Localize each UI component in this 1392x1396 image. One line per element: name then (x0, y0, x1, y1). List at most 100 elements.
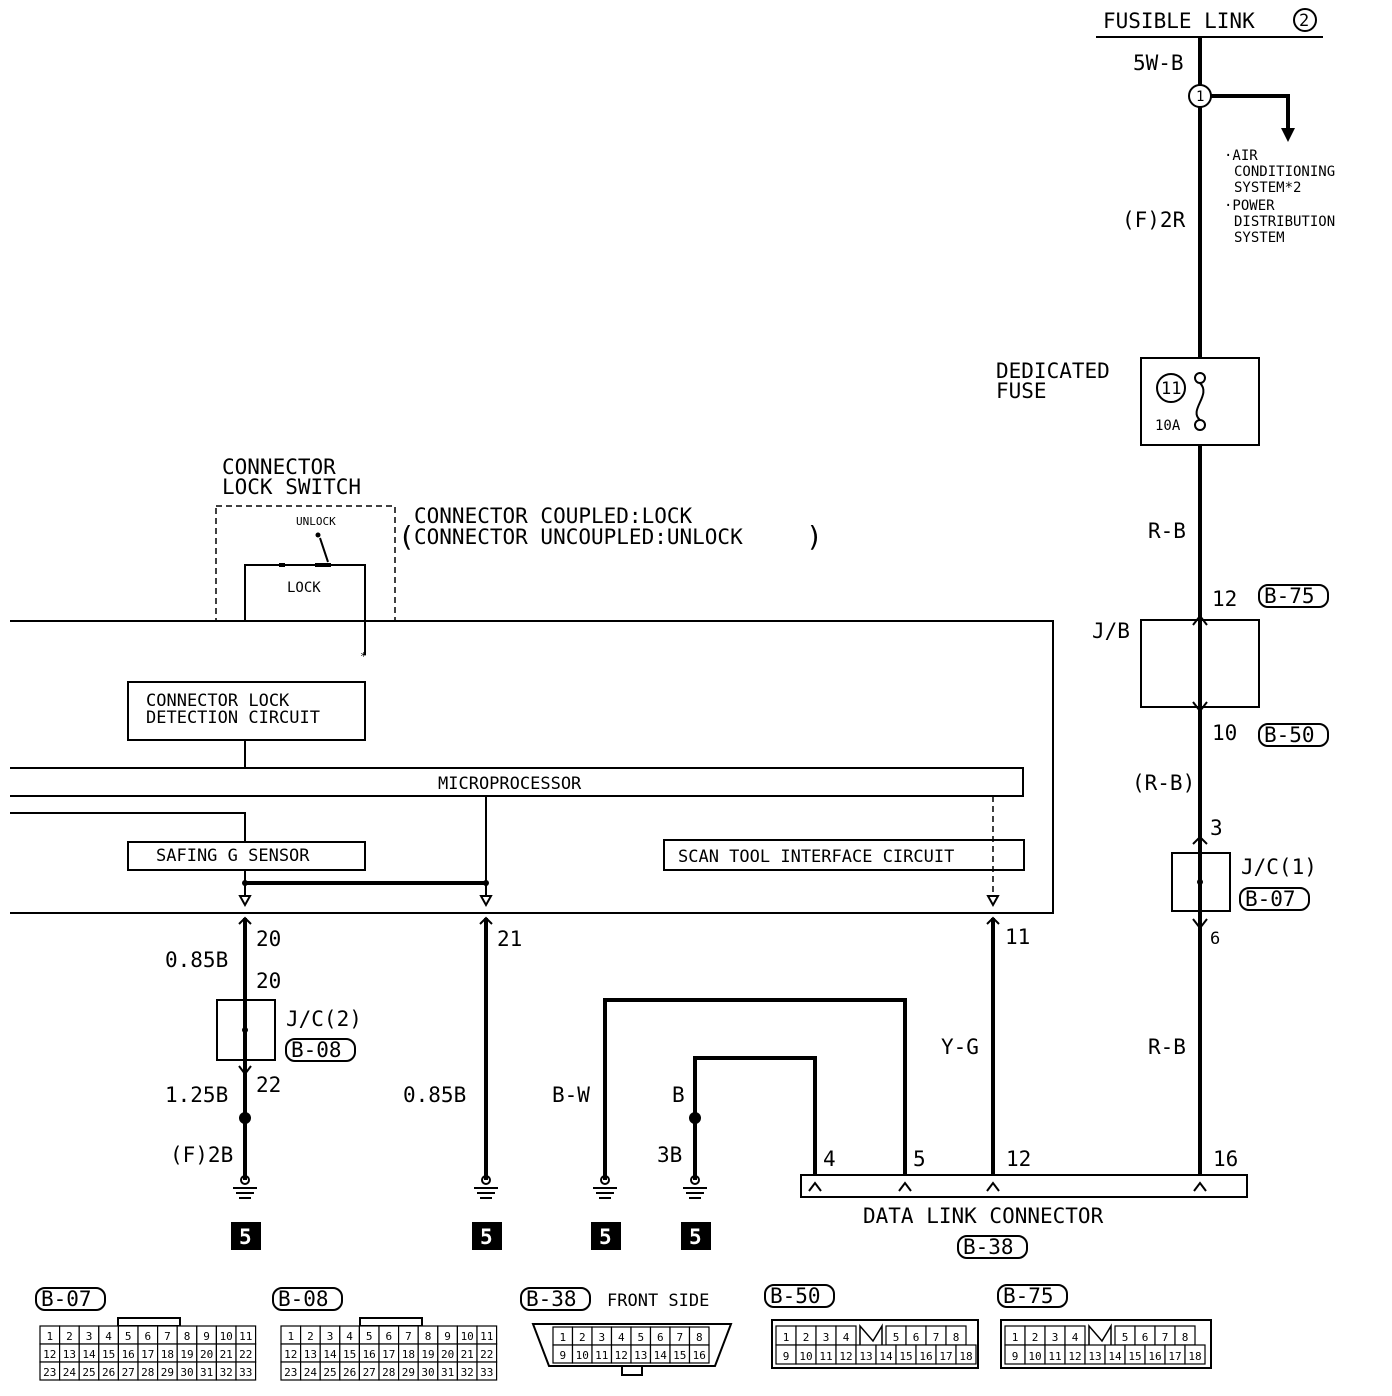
pin-number: 15 (1128, 1350, 1141, 1363)
pin-number: 12 (43, 1348, 56, 1361)
pin-number: 17 (382, 1348, 395, 1361)
switch-pivot-dot (315, 532, 321, 538)
switch-loop (244, 564, 366, 655)
pin-number: 12 (284, 1348, 297, 1361)
dlc-name: DATA LINK CONNECTOR (863, 1204, 1104, 1228)
face-tag-b07: B-07 (41, 1287, 92, 1311)
ground-point-number-mid: 5 (480, 1225, 493, 1249)
pin-number: 22 (480, 1348, 493, 1361)
dlc-wires: B-W 5 B 3B 5 11 Y-G (552, 916, 1030, 1250)
pin-number: 14 (323, 1348, 337, 1361)
pin-number: 9 (559, 1349, 566, 1362)
pin-number: 23 (43, 1366, 56, 1379)
wire-5w-b-label: 5W-B (1133, 51, 1184, 75)
jc1-label: J/C(1) (1241, 855, 1317, 879)
pin-number: 1 (1012, 1331, 1019, 1344)
ground-point-badge-bw (591, 1222, 621, 1250)
pin-number: 13 (859, 1350, 872, 1363)
pin-number: 1 (559, 1331, 566, 1344)
scan-tool-box (663, 839, 1025, 871)
pin-number: 14 (82, 1348, 96, 1361)
pin-number: 10 (799, 1350, 812, 1363)
data-link-connector: 4 5 12 DATA LINK CONNECTOR B-38 (800, 1147, 1248, 1259)
dlc-pin-4-marker (808, 1181, 822, 1192)
pin-number: 3 (327, 1330, 334, 1343)
switch-lock-label: LOCK (287, 580, 321, 596)
face-b50-shell (771, 1319, 979, 1369)
pin-number: 9 (783, 1350, 790, 1363)
pin-number: 12 (1068, 1350, 1081, 1363)
pin-number: 10 (576, 1349, 589, 1362)
dlc-pin-4: 4 (823, 1147, 836, 1171)
scan-tool-label: SCAN TOOL INTERFACE CIRCUIT (678, 847, 954, 867)
pin-number: 5 (637, 1331, 644, 1344)
lock-detection-label-2: DETECTION CIRCUIT (146, 708, 320, 728)
jb-pin-10: 10 (1212, 721, 1237, 745)
lock-detection-label-1: CONNECTOR LOCK (146, 691, 290, 711)
pin-cell (955, 1344, 977, 1365)
pin-number: 3 (86, 1330, 93, 1343)
fusible-link-number: 2 (1299, 11, 1309, 31)
ground-point-badge-mid (472, 1222, 502, 1250)
pin-number: 13 (304, 1348, 317, 1361)
pin-number: 30 (421, 1366, 434, 1379)
ground-point-number-left: 5 (239, 1225, 252, 1249)
pin-number: 2 (66, 1330, 73, 1343)
face-b07-key (117, 1317, 181, 1327)
jc1-dot (1197, 879, 1203, 885)
bridge-dot-right (483, 880, 489, 886)
pin-number: 13 (1088, 1350, 1101, 1363)
switch-unlock-label: UNLOCK (296, 515, 336, 528)
pin-21: 21 (497, 927, 522, 951)
pin-number: 33 (239, 1366, 252, 1379)
jc2-label: J/C(2) (286, 1007, 362, 1031)
branch-text-1: ·AIR (1224, 148, 1258, 164)
wire-f2b-label: (F)2B (170, 1143, 233, 1167)
pin-number: 24 (304, 1366, 318, 1379)
pin-number: 27 (363, 1366, 376, 1379)
ground-point-number-b: 5 (689, 1225, 702, 1249)
conn-tag-b50-box (1258, 723, 1329, 747)
wire-f2r-label: (F)2R (1122, 208, 1186, 232)
pin-number: 7 (676, 1331, 683, 1344)
pin-number: 17 (1168, 1350, 1181, 1363)
fuse-number: 11 (1161, 379, 1181, 399)
terminal-11-icon (986, 895, 1000, 908)
branch-arrow-icon (1281, 128, 1295, 142)
pin-number: 9 (444, 1330, 451, 1343)
pin-number: 16 (1148, 1350, 1161, 1363)
pin-number: 9 (203, 1330, 210, 1343)
ground-point-number-bw: 5 (599, 1225, 612, 1249)
fuse-element-icon (1195, 382, 1205, 421)
pin-number: 8 (1182, 1331, 1189, 1344)
pin-number: 6 (657, 1331, 664, 1344)
pin-number: 10 (220, 1330, 233, 1343)
conn-tag-b07-box (1239, 887, 1310, 911)
pin-number: 11 (239, 1330, 252, 1343)
unit-outline (10, 620, 1054, 914)
pin-number: 11 (595, 1349, 608, 1362)
splice-left (239, 1112, 251, 1124)
pin-number: 28 (382, 1366, 395, 1379)
face-b08-key (359, 1317, 423, 1327)
pin-number: 6 (913, 1331, 920, 1344)
pin-cell (476, 1361, 498, 1381)
fusible-link-label: FUSIBLE LINK (1103, 9, 1255, 33)
pin-number: 15 (899, 1350, 912, 1363)
pin-11: 11 (1005, 925, 1030, 949)
jb-pin-12: 12 (1212, 587, 1237, 611)
face-tag-b75: B-75 (1003, 1284, 1054, 1308)
pin-number: 17 (141, 1348, 154, 1361)
pin-number: 8 (425, 1330, 432, 1343)
pin-number: 31 (441, 1366, 454, 1379)
pin-number: 24 (63, 1366, 77, 1379)
pin-number: 8 (953, 1331, 960, 1344)
branch-text-3: SYSTEM*2 (1234, 180, 1301, 196)
pin-number: 8 (696, 1331, 703, 1344)
pin-number: 2 (803, 1331, 810, 1344)
pin-number: 11 (819, 1350, 832, 1363)
ground-path-middle: 21 0.85B 5 (403, 916, 522, 1250)
